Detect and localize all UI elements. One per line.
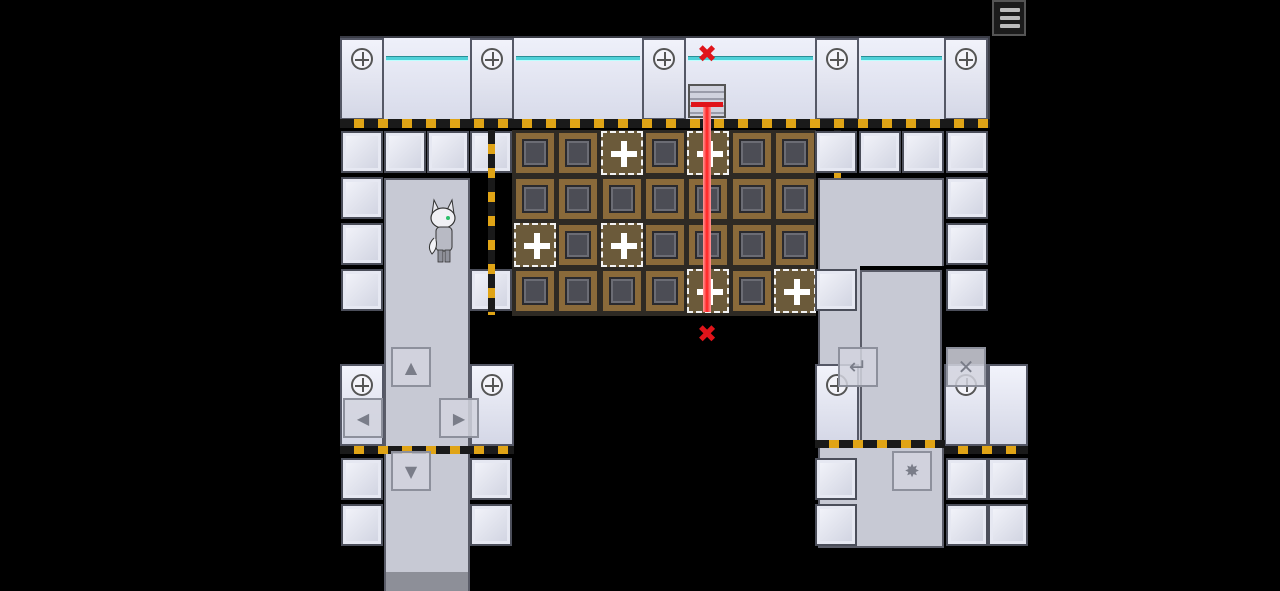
confirm-button[interactable]: ↵ (838, 347, 878, 387)
floor-tile (946, 131, 988, 173)
hamburger-menu-icon (1000, 8, 1020, 12)
dpad-down-button[interactable]: ▼ (391, 451, 431, 491)
floor-tile (815, 504, 857, 546)
floor-tile (470, 504, 512, 546)
player-character (426, 198, 466, 266)
floor-tile (988, 504, 1028, 546)
floor-tile (341, 458, 383, 500)
laser-bottom-marker-icon: ✖ (697, 320, 718, 348)
bolt-icon (955, 48, 977, 70)
floor-tile (341, 223, 383, 265)
corridor-shadow (386, 572, 468, 591)
floor-tile (859, 131, 901, 173)
hazard-stripe (815, 440, 945, 448)
wall-pillar (642, 38, 686, 120)
crate-tile (730, 269, 773, 313)
wall-light (386, 56, 468, 61)
hazard-stripe (944, 446, 1028, 454)
crate-tile (514, 131, 556, 175)
bolt-icon (481, 48, 503, 70)
crate-tile (514, 177, 556, 221)
floor-tile (946, 177, 988, 219)
laser-beam-top (691, 102, 723, 107)
floor-tile (384, 131, 426, 173)
hazard-pole (488, 130, 495, 315)
floor-tile (946, 504, 988, 546)
crate-tile (514, 269, 556, 313)
floor-tile (815, 131, 857, 173)
bolt-icon (653, 48, 675, 70)
special-action-button[interactable]: ✸ (892, 451, 932, 491)
floor-tile (341, 504, 383, 546)
floor-tile (341, 131, 383, 173)
crate-tile (557, 177, 600, 221)
crate-tile (773, 177, 816, 221)
floor-tile (946, 458, 988, 500)
bolt-icon (351, 374, 373, 396)
pressure-plate-tile (600, 131, 643, 175)
floor-tile (902, 131, 944, 173)
dpad-up-button[interactable]: ▲ (391, 347, 431, 387)
laser-top-marker-icon: ✖ (697, 40, 718, 68)
cancel-button[interactable]: ✕ (946, 347, 986, 387)
crate-tile (730, 131, 773, 175)
wall-panel (988, 364, 1028, 446)
floor-tile (988, 458, 1028, 500)
hazard-stripe (340, 446, 514, 454)
pressure-plate-tile (514, 223, 556, 267)
wall-light (861, 56, 942, 61)
crate-tile (643, 269, 686, 313)
floor-tile (341, 269, 383, 311)
bolt-icon (351, 48, 373, 70)
crate-tile (643, 177, 686, 221)
hazard-stripe (340, 119, 990, 128)
floor-tile (815, 458, 857, 500)
hamburger-menu-icon (1000, 16, 1020, 20)
crate-tile (730, 223, 773, 267)
crate-tile (773, 131, 816, 175)
crate-tile (557, 131, 600, 175)
bolt-icon (826, 48, 848, 70)
menu-button[interactable] (992, 0, 1026, 36)
wall-light (516, 56, 640, 61)
floor-tile (815, 269, 857, 311)
dpad-right-button[interactable]: ▶ (439, 398, 479, 438)
crate-tile (600, 269, 643, 313)
floor-tile (427, 131, 469, 173)
crate-tile (773, 223, 816, 267)
dpad-left-button[interactable]: ◀ (343, 398, 383, 438)
crate-tile (600, 177, 643, 221)
bolt-icon (481, 374, 503, 396)
floor-tile (946, 269, 988, 311)
pressure-plate-tile (600, 223, 643, 267)
floor-tile (946, 223, 988, 265)
pressure-plate-tile (773, 269, 816, 313)
wall-light (688, 56, 813, 61)
laser-beam (703, 106, 711, 312)
crate-tile (643, 131, 686, 175)
crate-tile (557, 223, 600, 267)
floor-tile (341, 177, 383, 219)
crate-tile (557, 269, 600, 313)
crate-tile (643, 223, 686, 267)
floor-tile (470, 458, 512, 500)
hamburger-menu-icon (1000, 24, 1020, 28)
crate-tile (730, 177, 773, 221)
